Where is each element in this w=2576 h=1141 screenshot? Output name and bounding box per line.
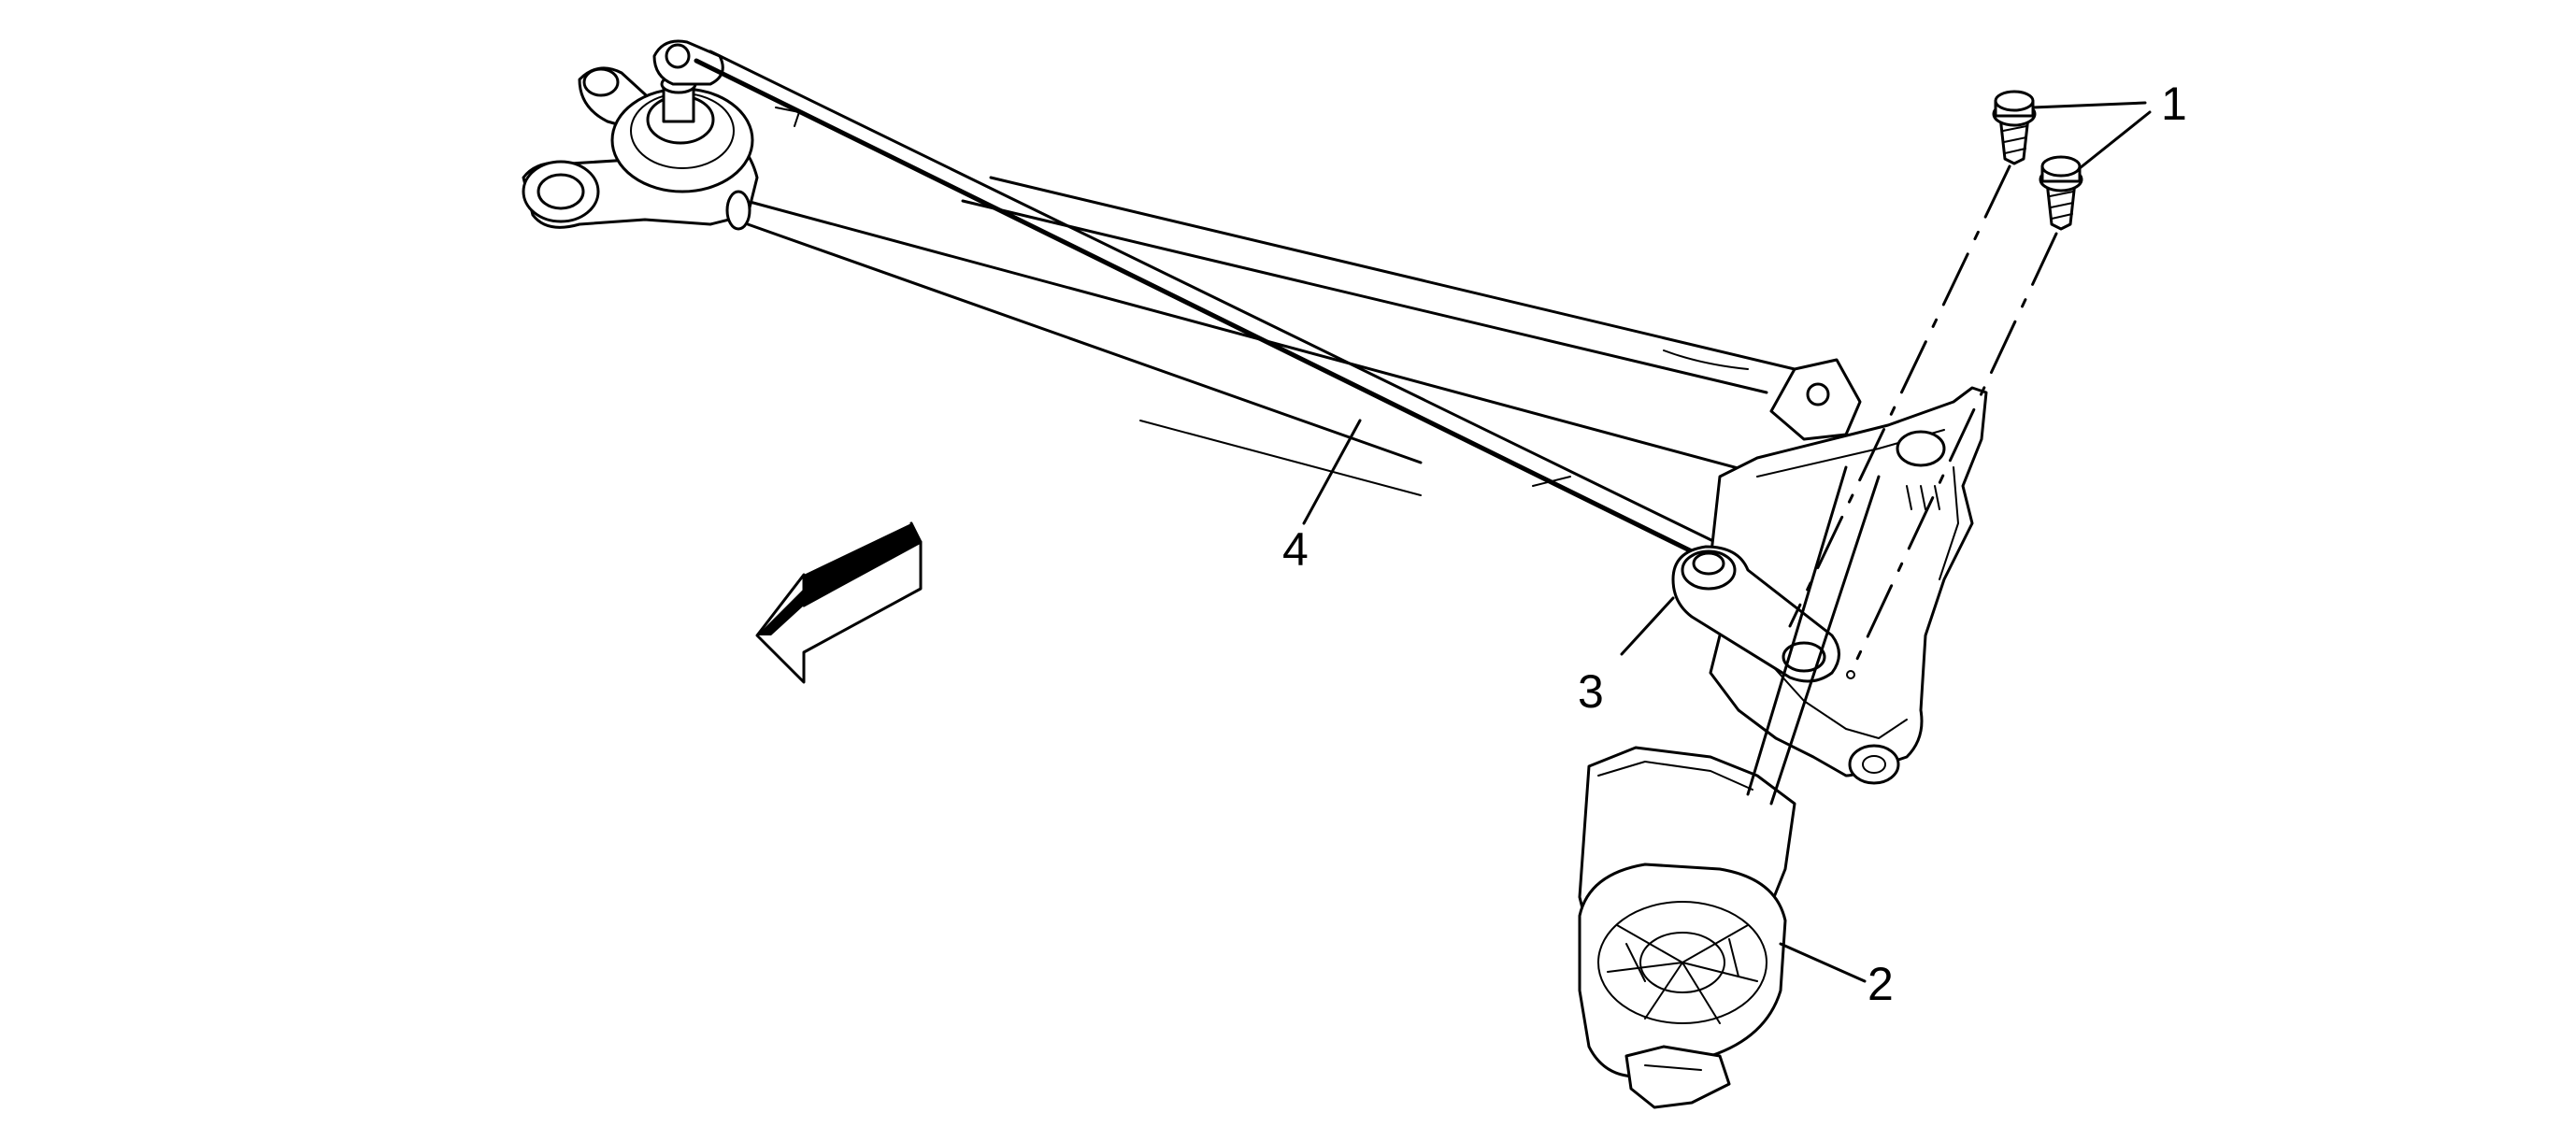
left-pivot-housing xyxy=(522,39,800,231)
crank-arm xyxy=(1671,545,1840,683)
callout-4-label: 4 xyxy=(1282,523,1309,576)
callout-3-label: 3 xyxy=(1578,665,1604,718)
mounting-bolt-left xyxy=(1992,90,2037,165)
mounting-bolt-right xyxy=(2039,155,2083,231)
bolt-installation-lines xyxy=(1788,164,2058,675)
wiper-motor xyxy=(1578,465,1881,1109)
leader-lines xyxy=(1302,101,2152,983)
callout-2-label: 2 xyxy=(1868,958,1894,1010)
front-direction-arrow-icon xyxy=(755,521,923,684)
callout-1-label: 1 xyxy=(2161,78,2187,130)
drive-link-rod xyxy=(694,50,1717,559)
